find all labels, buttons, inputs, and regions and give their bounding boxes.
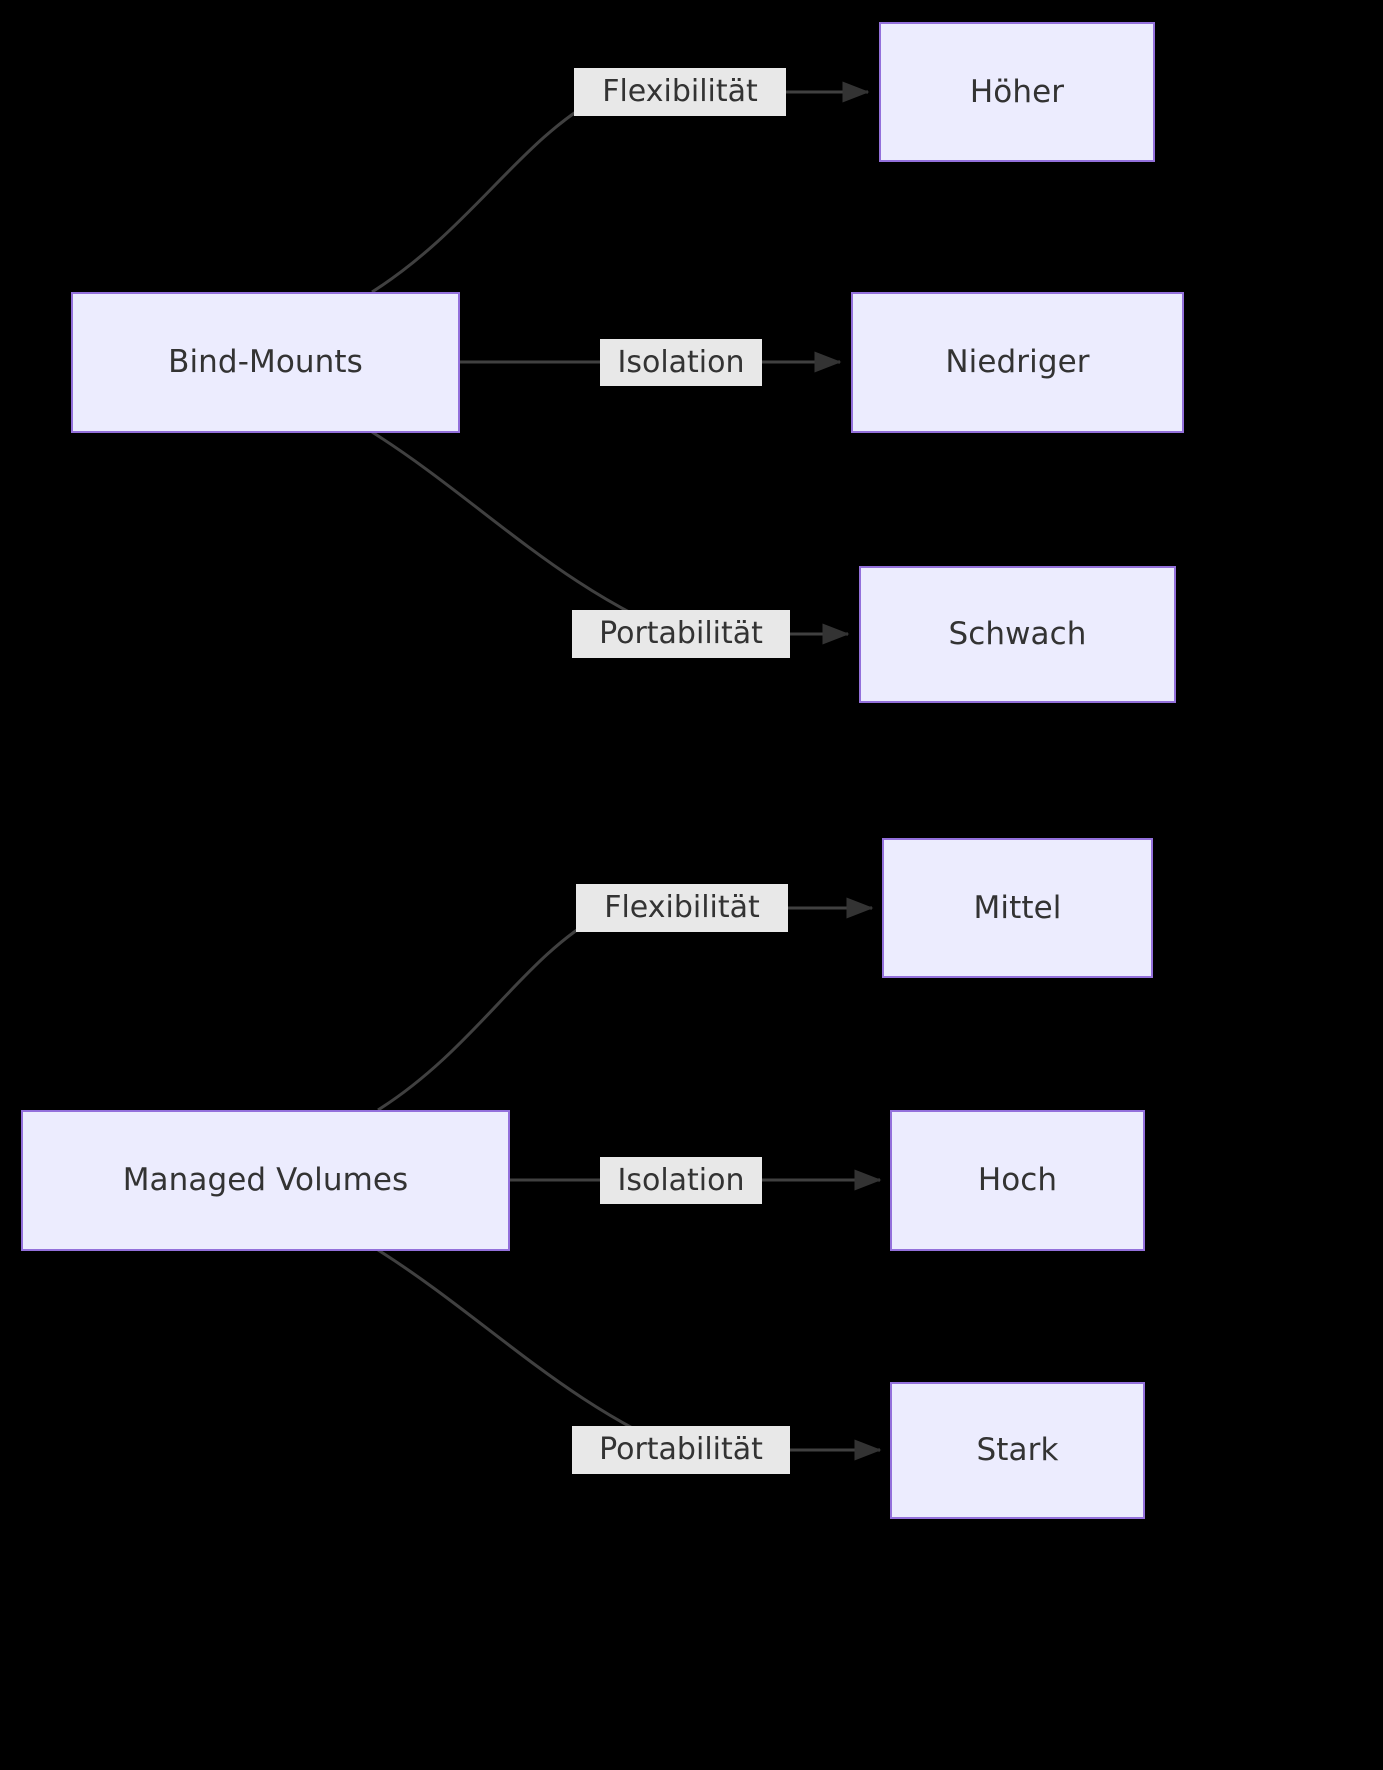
edge-bindmounts-flexibilitaet: [371, 95, 601, 294]
node-schwach[interactable]: Schwach: [859, 566, 1176, 703]
edge-label-text: Portabilität: [599, 616, 763, 652]
node-hoch[interactable]: Hoch: [890, 1110, 1145, 1251]
node-label: Niedriger: [945, 344, 1090, 381]
node-label: Höher: [969, 73, 1065, 110]
node-bind-mounts[interactable]: Bind-Mounts: [71, 292, 460, 433]
edge-label-isolation-managedvolumes: Isolation: [600, 1157, 762, 1204]
edge-label-isolation-bindmounts: Isolation: [600, 339, 762, 386]
edge-label-portabilitaet-managedvolumes: Portabilität: [572, 1426, 790, 1474]
edge-label-flexibilitaet-managedvolumes: Flexibilität: [576, 884, 788, 932]
edge-label-text: Isolation: [617, 1162, 745, 1198]
node-label: Stark: [976, 1432, 1059, 1469]
node-niedriger[interactable]: Niedriger: [851, 292, 1184, 433]
node-hoeher[interactable]: Höher: [879, 22, 1155, 162]
node-label: Schwach: [948, 616, 1087, 653]
node-label: Bind-Mounts: [168, 344, 363, 381]
node-label: Mittel: [973, 889, 1062, 926]
edge-label-text: Flexibilität: [602, 74, 758, 110]
edge-label-text: Flexibilität: [604, 890, 760, 926]
edge-label-text: Isolation: [617, 344, 745, 380]
node-mittel[interactable]: Mittel: [882, 838, 1153, 978]
edge-bindmounts-portabilitaet: [371, 430, 691, 642]
node-label: Managed Volumes: [122, 1162, 409, 1199]
node-stark[interactable]: Stark: [890, 1382, 1145, 1519]
edge-managedvolumes-flexibilitaet: [377, 912, 603, 1112]
edge-label-flexibilitaet-bindmounts: Flexibilität: [574, 68, 786, 116]
edge-label-text: Portabilität: [599, 1432, 763, 1468]
node-managed-volumes[interactable]: Managed Volumes: [21, 1110, 510, 1251]
node-label: Hoch: [977, 1162, 1058, 1199]
edge-label-portabilitaet-bindmounts: Portabilität: [572, 610, 790, 658]
